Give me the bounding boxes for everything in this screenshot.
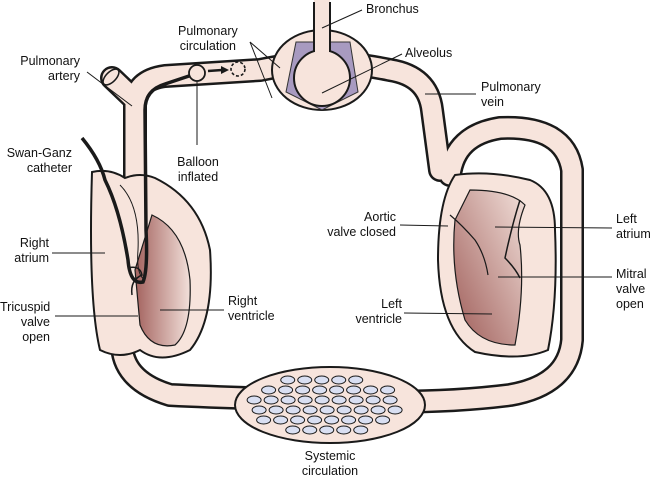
capillary-cell [382,395,398,405]
tricuspid-valve [127,266,143,296]
label-mitral-valve-open: Mitral valve open [616,267,647,311]
label-systemic-circulation: Systemic circulation [301,449,359,478]
capillary-cell [348,395,364,405]
pulmonary-artery-end [102,68,120,86]
capillary-cell [314,375,330,385]
label-left-ventricle: Left ventricle [355,297,402,326]
capillary-cell [319,405,335,415]
capillary-cell [331,375,347,385]
capillary-cell [370,405,386,415]
capillary-cell [261,385,277,395]
label-swan-ganz-catheter: Swan-Ganz catheter [6,146,72,175]
balloon-dashed [230,61,246,77]
label-pulmonary-circulation: Pulmonary circulation [178,24,238,53]
capillary-cell [363,385,379,395]
capillary-cell [329,385,345,395]
capillary-cell [336,405,352,415]
capillary-cell [280,375,296,385]
label-left-atrium: Left atrium [616,212,650,241]
label-alveolus: Alveolus [405,46,453,60]
leader-lines [52,9,613,317]
capillary-cell [336,425,352,435]
capillary-cell [307,415,323,425]
capillary-cell [295,385,311,395]
systemic-capillary-bed [234,366,426,444]
mitral-valve [504,199,521,279]
capillary-cell [285,425,301,435]
capillary-cell [263,395,279,405]
left-heart [436,172,557,358]
capillary-cell [353,425,369,435]
capillary-cell [246,395,262,405]
capillary-cell [341,415,357,425]
capillary-cell [319,425,335,435]
aortic-valve [449,214,489,276]
capillary-cell [273,415,289,425]
label-aortic-valve-closed: Aortic valve closed [327,210,396,239]
capillary-cell [358,415,374,425]
capillary-cell [268,405,284,415]
capillary-cell [278,385,294,395]
capillary-cell [280,395,296,405]
capillary-cell [290,415,306,425]
capillary-cell [314,395,330,405]
capillary-cell [312,385,328,395]
capillary-cell [346,385,362,395]
label-right-atrium: Right atrium [14,236,49,265]
label-pulmonary-vein: Pulmonary vein [481,80,541,109]
capillary-cell [365,395,381,405]
capillary-cell [297,375,313,385]
capillary-cell [331,395,347,405]
right-heart [90,169,212,359]
arrow-icon [207,68,223,73]
capillary-cell [302,405,318,415]
capillary-cell [251,405,267,415]
capillary-cell [387,405,403,415]
capillary-cell [302,425,318,435]
capillary-cell [297,395,313,405]
label-balloon-inflated: Balloon inflated [177,155,219,184]
capillary-cell [285,405,301,415]
capillary-cell [256,415,272,425]
capillary-cell [380,385,396,395]
capillary-cell [324,415,340,425]
capillary-cell [348,375,364,385]
label-right-ventricle: Right ventricle [228,294,275,323]
capillary-cell [375,415,391,425]
bronchus [314,0,330,52]
balloon-inflated [188,64,206,82]
label-tricuspid-valve-open: Tricuspid valve open [0,300,51,344]
alveolus [271,0,373,111]
label-pulmonary-artery: Pulmonary artery [20,54,80,83]
capillary-cell [353,405,369,415]
label-bronchus: Bronchus [366,2,419,16]
